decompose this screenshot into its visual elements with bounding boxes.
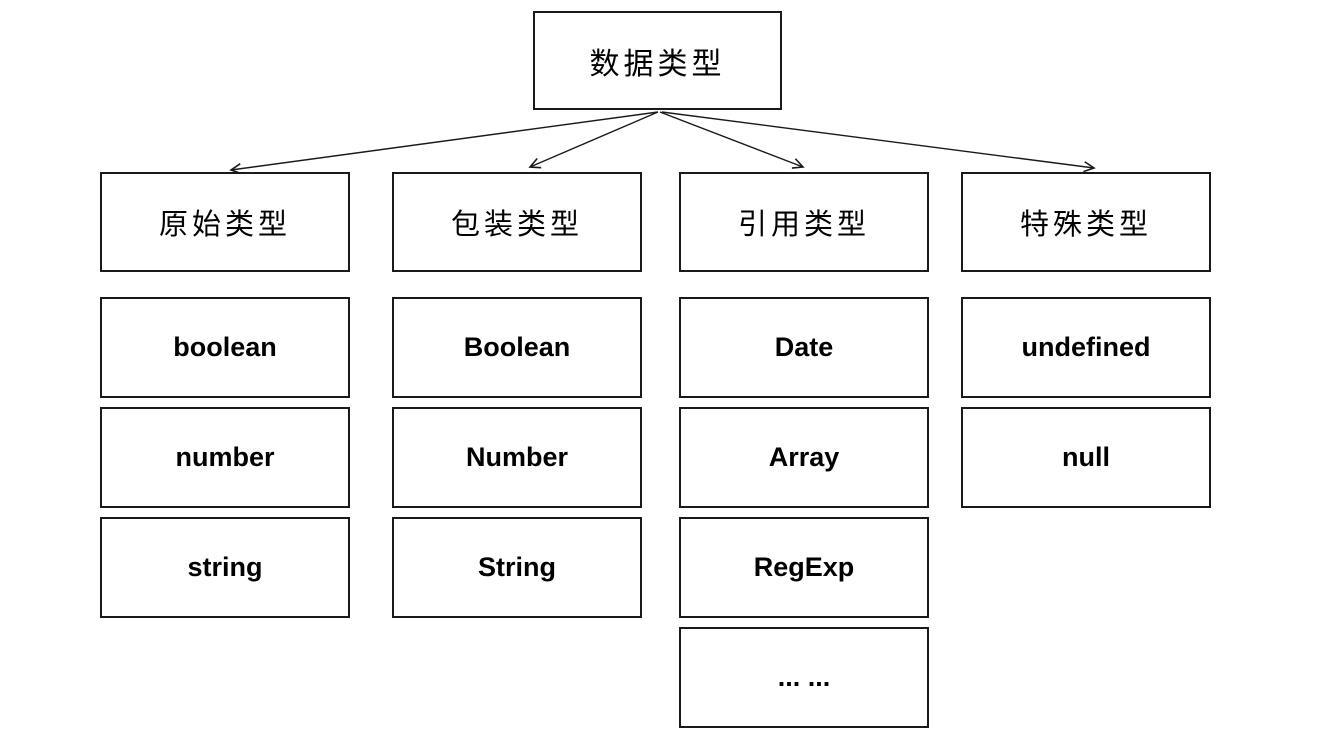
type-label: ... ...: [777, 662, 831, 692]
type-box-boolean: Boolean: [392, 297, 642, 398]
type-label: Boolean: [463, 332, 571, 362]
type-label: Date: [774, 332, 834, 362]
type-box-ellipsis: ... ...: [679, 627, 929, 728]
type-box-string: string: [100, 517, 350, 618]
type-label: String: [478, 552, 556, 582]
type-box-number: number: [100, 407, 350, 508]
arrow-root-to-primitive: [229, 111, 659, 175]
type-box-number: Number: [392, 407, 642, 508]
type-label: boolean: [173, 332, 277, 362]
category-box-wrapper: 包装类型: [392, 172, 642, 272]
type-box-string: String: [392, 517, 642, 618]
category-label: 引用类型: [737, 209, 870, 241]
arrow-root-to-wrapper: [528, 111, 659, 169]
column-special: 特殊类型 undefined null: [961, 172, 1211, 517]
type-label: string: [187, 552, 263, 582]
type-label: Array: [768, 442, 840, 472]
type-label: RegExp: [753, 552, 855, 582]
root-node-label: 数据类型: [589, 47, 726, 81]
type-box-null: null: [961, 407, 1211, 508]
type-box-regexp: RegExp: [679, 517, 929, 618]
type-label: number: [175, 442, 275, 472]
arrow-root-to-special: [661, 111, 1096, 173]
type-label: null: [1062, 442, 1110, 472]
category-box-primitive: 原始类型: [100, 172, 350, 272]
type-box-date: Date: [679, 297, 929, 398]
column-primitive: 原始类型 boolean number string: [100, 172, 350, 627]
root-node-data-types: 数据类型: [533, 11, 782, 110]
arrow-root-to-reference: [659, 111, 805, 169]
category-box-reference: 引用类型: [679, 172, 929, 272]
type-box-undefined: undefined: [961, 297, 1211, 398]
category-label: 包装类型: [450, 209, 583, 241]
type-box-boolean: boolean: [100, 297, 350, 398]
type-box-array: Array: [679, 407, 929, 508]
type-label: undefined: [1021, 332, 1151, 362]
category-label: 特殊类型: [1019, 209, 1152, 241]
category-box-special: 特殊类型: [961, 172, 1211, 272]
category-label: 原始类型: [158, 209, 291, 241]
type-label: Number: [465, 442, 568, 472]
